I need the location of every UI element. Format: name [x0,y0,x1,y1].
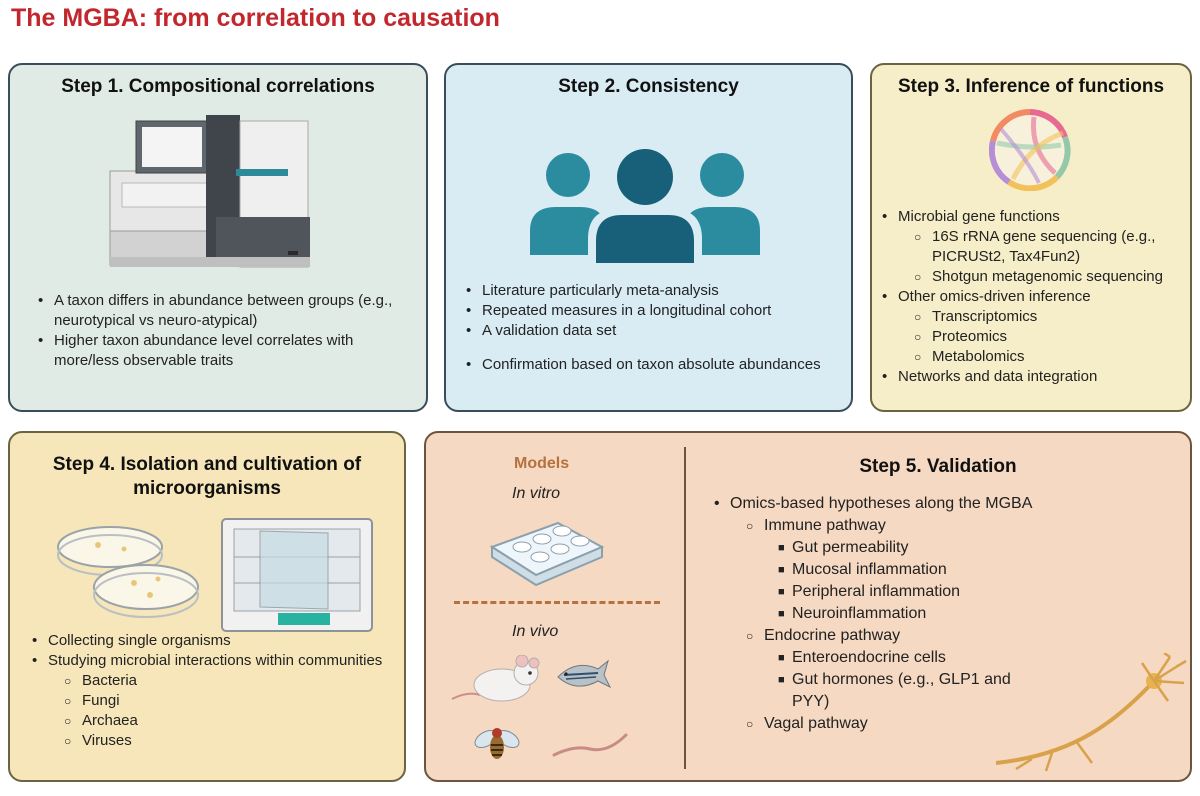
step1-panel: Step 1. Compositional correlations A tax… [8,63,428,412]
step4-sub-viruses: Viruses [48,731,402,751]
step5-divider [684,447,686,769]
step4-sub-fungi: Fungi [48,691,402,711]
models-divider [454,601,660,604]
step4-title: Step 4. Isolation and cultivation of mic… [52,454,362,499]
step4-sub-bacteria: Bacteria [48,671,402,691]
step2-title: Step 2. Consistency [558,76,739,97]
zebrafish-icon [557,659,612,689]
step4-panel: Step 4. Isolation and cultivation of mic… [8,431,406,782]
step5-gut-permeability: Gut permeability [764,537,1178,559]
step4-bullet-collect: Collecting single organisms [26,631,402,651]
step1-bullet-2: Higher taxon abundance level correlates … [32,331,412,371]
mouse-icon [451,655,540,702]
step5-title: Step 5. Validation [859,456,1017,477]
sequencer-machine-icon [109,115,310,268]
worm-icon [552,733,628,757]
step2-bullet-1: Literature particularly meta-analysis [460,281,846,301]
step3-bullet-microbial: Microbial gene functions 16S rRNA gene s… [876,207,1188,287]
step5-enteroendocrine: Enteroendocrine cells [764,647,1014,669]
step5-peripheral-inflammation: Peripheral inflammation [764,581,1178,603]
incubator-icon [221,518,373,632]
step4-sub-archaea: Archaea [48,711,402,731]
page-title: The MGBA: from correlation to causation [11,4,500,32]
step1-title: Step 1. Compositional correlations [61,76,375,97]
step2-bullet-3: A validation data set [460,321,846,341]
step3-title: Step 3. Inference of functions [897,76,1165,97]
in-vitro-label: In vitro [512,485,561,502]
well-plate-icon [489,521,605,587]
step3-sub-shotgun: Shotgun metagenomic sequencing [898,267,1188,287]
fruit-fly-icon [474,728,520,759]
people-group-icon [530,143,760,263]
step2-bullet-4: Confirmation based on taxon absolute abu… [460,355,846,375]
step5-immune: Immune pathway Gut permeability Mucosal … [730,515,1178,625]
in-vivo-label: In vivo [512,623,559,640]
step2-panel: Step 2. Consistency Literature particula… [444,63,853,412]
chord-diagram-icon [989,109,1071,191]
step5-endocrine: Endocrine pathway Enteroendocrine cells … [730,625,1178,713]
step3-bullet-omics: Other omics-driven inference Transcripto… [876,287,1188,367]
step5-neuroinflammation: Neuroinflammation [764,603,1178,625]
step5-gut-hormones: Gut hormones (e.g., GLP1 and PYY) [764,669,1014,713]
step5-mucosal-inflammation: Mucosal inflammation [764,559,1178,581]
step3-sub-metabolomics: Metabolomics [898,347,1188,367]
step3-sub-transcriptomics: Transcriptomics [898,307,1188,327]
neuron-icon [995,653,1187,772]
step4-bullet-study: Studying microbial interactions within c… [26,651,402,751]
step5-vagal: Vagal pathway [730,713,1178,735]
step1-bullet-1: A taxon differs in abundance between gro… [32,291,412,331]
step3-sub-proteomics: Proteomics [898,327,1188,347]
step3-sub-16s: 16S rRNA gene sequencing (e.g., PICRUSt2… [898,227,1188,267]
step3-panel: Step 3. Inference of functions Microbial… [870,63,1192,412]
step5-bullet-main: Omics-based hypotheses along the MGBA Im… [708,493,1178,735]
petri-dish-icon [57,526,199,618]
step2-bullet-2: Repeated measures in a longitudinal coho… [460,301,846,321]
models-label: Models [514,455,570,472]
step3-bullet-networks: Networks and data integration [876,367,1188,387]
step5-panel: Models In vitro In vivo Step 5. Valida [424,431,1192,782]
